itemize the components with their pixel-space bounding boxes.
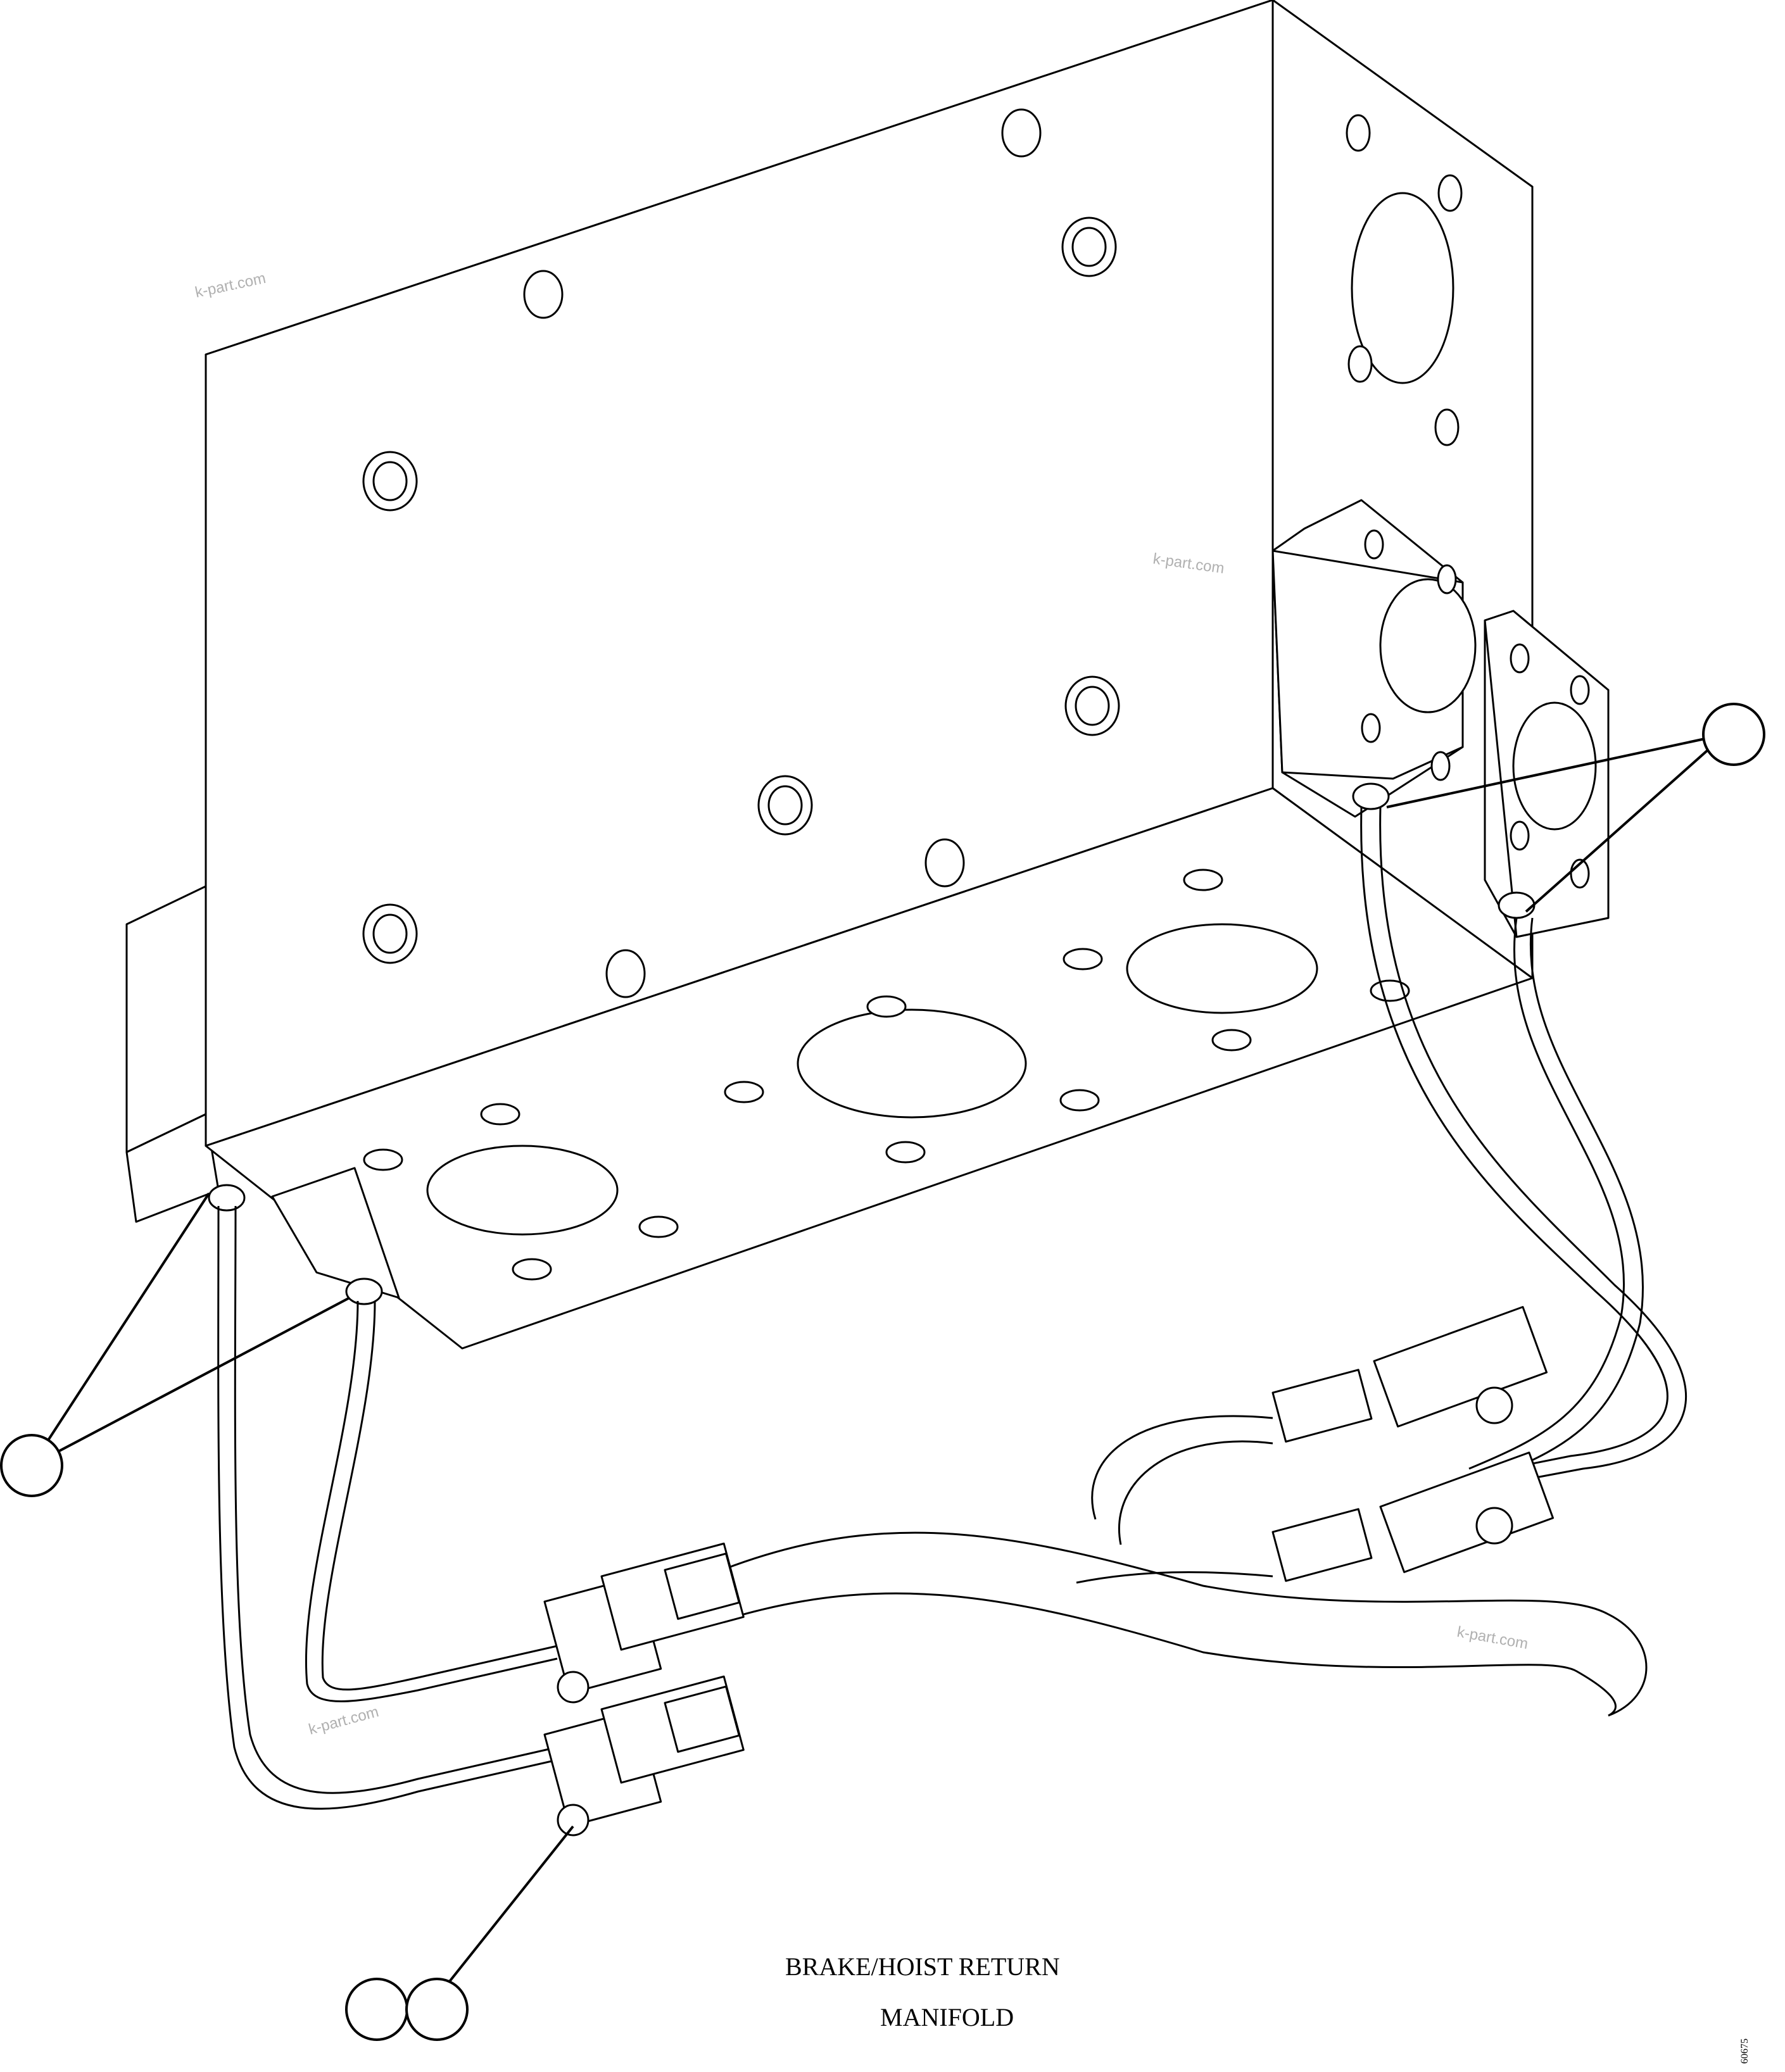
main-harness [721,1415,1648,1717]
front-face-ports [362,108,1120,998]
diagram-title-line-1: BRAKE/HOIST RETURN [785,1952,1060,1981]
connectors-left [543,1542,745,1837]
figure-number: 60675 [1739,2038,1750,2064]
wire-harness-right [1271,807,1687,1582]
watermark-1: k-part.com [194,270,267,301]
side-face-ports [1346,114,1463,446]
watermark-4: k-part.com [307,1703,381,1738]
watermark-3: k-part.com [1456,1623,1529,1652]
flange-block-front [1271,499,1477,818]
diagram-title-line-2: MANIFOLD [880,2003,1014,2031]
callout-bottom-a [345,1978,408,2041]
wire-harness-left [217,1205,558,1810]
leader-lines [30,733,1727,1999]
flange-block-rear [1484,610,1610,938]
callout-bottom-b [405,1978,469,2041]
callouts [0,703,1765,2041]
callout-upper-right [1702,703,1765,766]
callout-left [0,1434,63,1497]
sensor-fittings [208,782,1536,1305]
bottom-face-ports [363,869,1410,1281]
